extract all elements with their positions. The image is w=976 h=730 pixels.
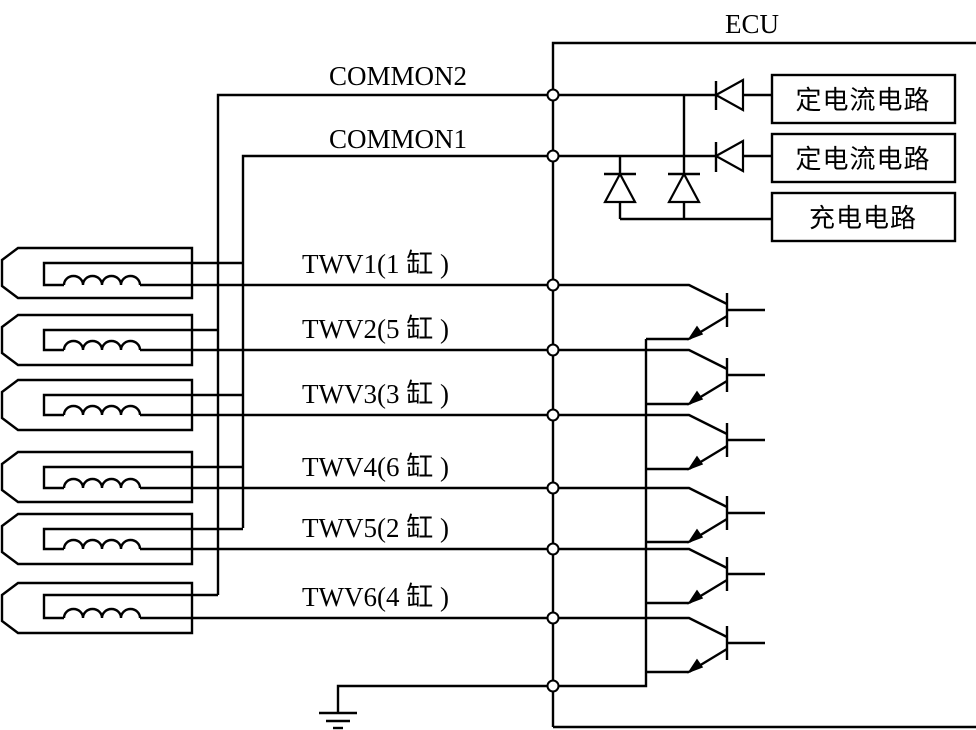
channel-label: TWV2(5 缸 ): [302, 314, 449, 344]
coil-icon: [62, 477, 142, 489]
diode-icon: [713, 139, 745, 173]
ecu-title: ECU: [725, 9, 779, 39]
injector-4: TWV4(6 缸 ): [0, 450, 765, 544]
injector-5: TWV5(2 缸 ): [0, 512, 765, 605]
injector-common-lead: [42, 328, 218, 352]
common1-label: COMMON1: [329, 124, 467, 154]
ecu-box-outline: [551, 41, 976, 727]
injector-body: [0, 512, 194, 566]
ecu-terminal: [546, 679, 560, 693]
transistor-icon: [687, 626, 765, 674]
injector-common-lead: [42, 465, 243, 490]
channel-label: TWV4(6 缸 ): [302, 452, 449, 482]
ecu-terminals: [546, 88, 560, 693]
diode-icon: [667, 171, 701, 204]
common2-line: [216, 93, 553, 595]
channel-label: TWV1(1 缸 ): [302, 249, 449, 279]
injector-common-lead: [42, 527, 243, 551]
ecu-terminal: [546, 149, 560, 163]
coil-icon: [62, 607, 142, 619]
signal-wire: [140, 283, 728, 306]
coil-icon: [62, 274, 142, 286]
signal-wire: [140, 616, 728, 639]
injector-body: [0, 313, 194, 367]
injector-common-lead: [42, 593, 218, 620]
ecu-terminal: [546, 611, 560, 625]
signal-wire: [140, 547, 728, 570]
ecu-terminal: [546, 408, 560, 422]
common2-label: COMMON2: [329, 61, 467, 91]
diode-icon: [713, 78, 745, 112]
injector-6: TWV6(4 缸 ): [0, 581, 765, 674]
constant-current-circuit-block: [770, 73, 957, 125]
ecu-terminal: [546, 542, 560, 556]
transistor-icon: [687, 293, 765, 341]
injector-3: TWV3(3 缸 ): [0, 378, 765, 471]
signal-wire: [140, 348, 728, 371]
transistor-icon: [687, 557, 765, 605]
constant-current-circuit-label: 定电流电路: [795, 86, 930, 116]
injector-common-lead: [42, 393, 243, 417]
injector-body: [0, 450, 194, 504]
injector-body: [0, 581, 194, 635]
injector-1: TWV1(1 缸 ): [0, 246, 765, 341]
coil-icon: [62, 538, 142, 550]
charging-circuit-block: [770, 191, 957, 243]
coil-icon: [62, 339, 142, 351]
diode-icon: [603, 171, 637, 204]
ground-wire: [336, 684, 553, 713]
charging-circuit-label: 充电电路: [809, 204, 917, 234]
ecu-terminal: [546, 88, 560, 102]
transistor-icon: [687, 358, 765, 406]
signal-wire: [140, 413, 728, 436]
transistor-icon: [687, 496, 765, 544]
channel-label: TWV3(3 缸 ): [302, 379, 449, 409]
constant-current-circuit-block: [770, 132, 957, 184]
channel-label: TWV6(4 缸 ): [302, 582, 449, 612]
common1-line: [241, 154, 553, 528]
injector-channels: TWV1(1 缸 ) TWV2(5 缸 ) TWV3(3 缸 ) TWV4(6 缸 )…: [0, 246, 765, 674]
ground-icon: [319, 711, 357, 730]
emitter-bus: [553, 339, 648, 688]
ecu-terminal: [546, 278, 560, 292]
transistor-icon: [687, 423, 765, 471]
channel-label: TWV5(2 缸 ): [302, 513, 449, 543]
coil-icon: [62, 404, 142, 416]
constant-current-circuit-label: 定电流电路: [795, 145, 930, 175]
injector-2: TWV2(5 缸 ): [0, 313, 765, 406]
ecu-terminal: [546, 481, 560, 495]
injector-common-lead: [42, 261, 243, 287]
injector-body: [0, 378, 194, 432]
signal-wire: [140, 486, 728, 509]
injector-body: [0, 246, 194, 300]
ecu-terminal: [546, 343, 560, 357]
